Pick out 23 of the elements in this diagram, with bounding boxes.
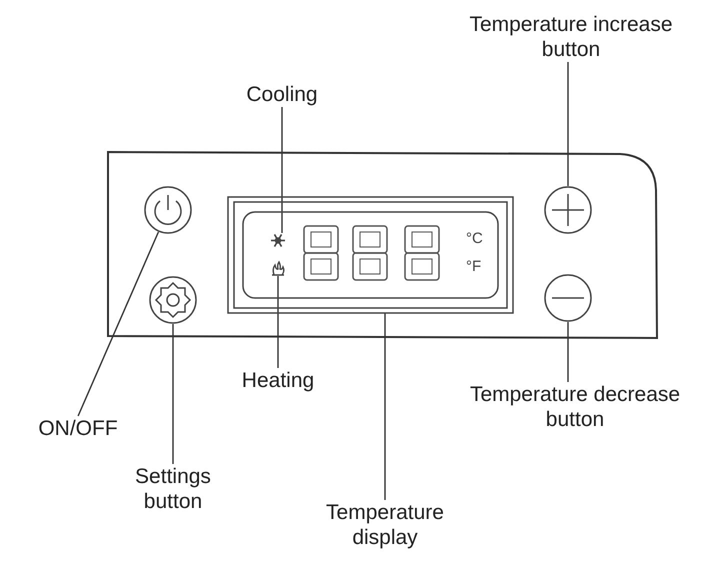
unit-label: °C (466, 230, 483, 248)
leader-line (172, 324, 174, 464)
heater-icon (271, 261, 285, 276)
gear-button (149, 276, 197, 324)
power-button (144, 186, 192, 234)
leader-line (277, 276, 279, 368)
callout-label: Settings button (118, 464, 228, 514)
callout-label: Heating (218, 368, 338, 393)
unit-label: °F (466, 258, 482, 276)
snowflake-icon (271, 233, 285, 248)
callout-label: Temperature display (310, 500, 460, 550)
leader-line (281, 107, 283, 233)
plus-button (544, 186, 592, 234)
leader-line (77, 232, 160, 416)
callout-label: Temperature decrease button (455, 382, 695, 432)
callout-label: ON/OFF (28, 416, 128, 441)
callout-label: Temperature increase button (451, 12, 691, 62)
minus-button (544, 274, 592, 322)
leader-line (567, 322, 569, 382)
temperature-display-screen (228, 197, 513, 313)
leader-line (384, 313, 386, 500)
leader-line (567, 62, 569, 186)
callout-label: Cooling (222, 82, 342, 107)
